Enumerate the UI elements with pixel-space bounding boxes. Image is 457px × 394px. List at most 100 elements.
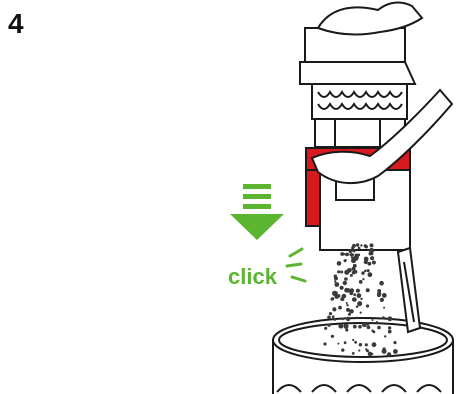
debris-dot: [367, 325, 371, 329]
debris-dot: [351, 256, 353, 258]
debris-dot: [384, 335, 386, 337]
debris-dot: [388, 326, 391, 329]
debris-dot: [370, 256, 374, 260]
cyclone-band: [300, 62, 415, 84]
debris-dot: [342, 318, 345, 321]
debris-dot: [382, 316, 385, 319]
debris-dot: [364, 257, 369, 262]
debris-dot: [327, 323, 330, 326]
debris-dot: [369, 248, 374, 253]
debris-dot: [357, 254, 360, 257]
debris-dot: [366, 288, 370, 292]
debris-dot: [344, 259, 347, 262]
debris-dot: [379, 281, 384, 286]
debris-dot: [329, 312, 332, 315]
debris-dot: [343, 281, 347, 285]
debris-dot: [354, 341, 357, 344]
debris-dot: [377, 289, 381, 293]
debris-dot: [337, 343, 339, 345]
debris-dot: [357, 293, 362, 298]
debris-dot: [368, 272, 373, 277]
down-arrow-icon: [230, 184, 284, 240]
debris-dot: [359, 343, 362, 346]
debris-dot: [344, 341, 347, 344]
debris-dot: [383, 307, 385, 309]
debris-dot: [352, 254, 354, 256]
debris-dot: [353, 325, 357, 329]
debris-dot: [356, 317, 358, 319]
bin-red-side: [306, 170, 320, 226]
debris-dot: [368, 262, 372, 266]
debris-dot: [365, 245, 368, 248]
debris-dot: [366, 304, 369, 307]
debris-dot: [359, 280, 363, 284]
debris-dot: [338, 324, 343, 329]
debris-dot: [353, 298, 357, 302]
debris-dot: [377, 294, 379, 296]
debris-dot: [344, 270, 349, 275]
debris-dot: [346, 302, 348, 304]
debris-dot: [364, 270, 367, 273]
debris-dot: [332, 315, 335, 318]
debris-dot: [344, 324, 346, 326]
debris-dot: [377, 326, 381, 330]
debris-dot: [356, 243, 359, 246]
debris-dot: [334, 318, 337, 321]
debris-dot: [393, 349, 398, 354]
debris-dot: [342, 294, 347, 299]
trash-bin: [273, 318, 453, 394]
debris-dot: [362, 322, 367, 327]
debris-dot: [357, 301, 362, 306]
click-lines-icon: [287, 249, 305, 281]
debris-dot: [324, 327, 327, 330]
debris-dot: [372, 319, 374, 321]
vacuum-cyclone: [300, 28, 415, 147]
debris-dot: [346, 317, 350, 321]
debris-dot: [351, 258, 356, 263]
debris-dot: [344, 277, 348, 281]
debris-dot: [367, 269, 370, 272]
debris-dot: [352, 271, 356, 275]
debris-dot: [331, 335, 334, 338]
debris-dot: [352, 269, 354, 271]
debris-dot: [349, 249, 353, 253]
debris-dot: [327, 316, 331, 320]
debris-dot: [352, 339, 354, 341]
debris-dot: [388, 316, 393, 321]
debris-dot: [350, 274, 353, 277]
debris-dot: [337, 270, 340, 273]
debris-dot: [382, 293, 387, 298]
debris-dot: [346, 308, 350, 312]
debris-dot: [332, 307, 336, 311]
debris-dot: [345, 328, 348, 331]
debris-dot: [342, 253, 345, 256]
debris-dot: [334, 282, 339, 287]
debris-dot: [348, 313, 351, 316]
debris-dot: [353, 293, 356, 296]
debris-dot: [347, 253, 349, 255]
debris-dot: [371, 330, 374, 333]
debris-dot: [338, 306, 342, 310]
debris-dot: [352, 244, 356, 248]
debris-dot: [372, 342, 377, 347]
debris-dot: [365, 348, 367, 350]
debris-dot: [341, 348, 344, 351]
debris-dot: [334, 280, 336, 282]
debris-dot: [361, 271, 364, 274]
debris-dot: [337, 261, 342, 266]
debris-dot: [370, 243, 374, 247]
debris-dot: [337, 294, 341, 298]
cyclone-cones: [312, 84, 407, 119]
debris-dot: [358, 247, 361, 250]
debris-dot: [352, 352, 355, 355]
debris-dot: [350, 288, 355, 293]
debris-dot: [372, 261, 376, 265]
debris-dot: [340, 286, 344, 290]
debris-dot: [340, 271, 343, 274]
debris-dot: [393, 341, 396, 344]
debris-dot: [360, 312, 362, 314]
debris-dot: [371, 252, 374, 255]
debris-dot: [323, 342, 326, 345]
debris-dot: [360, 298, 362, 300]
